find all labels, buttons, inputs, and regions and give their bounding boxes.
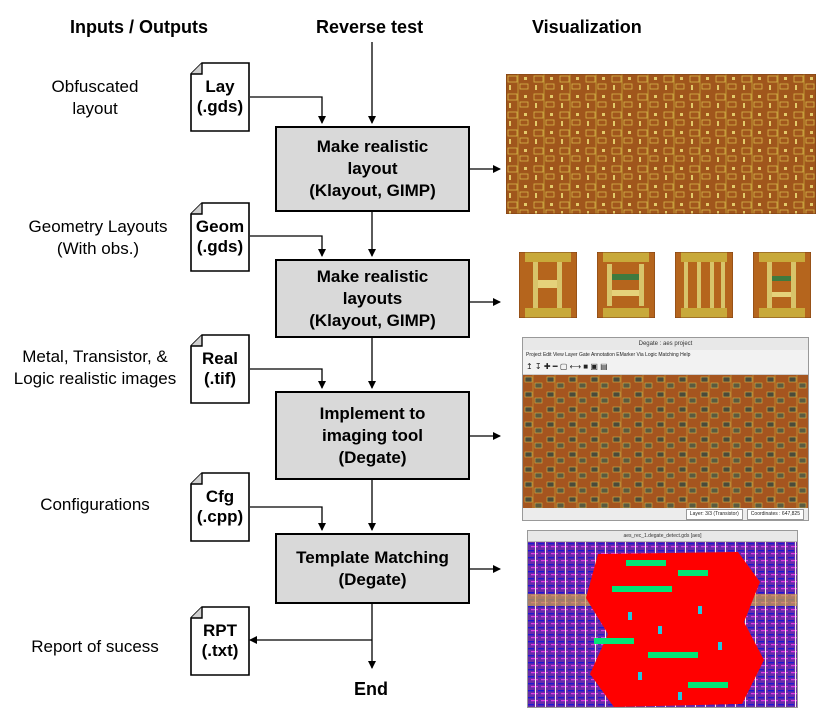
degate-status-coords: Coordinates : 647,825	[746, 509, 804, 520]
viz-cell-tile-4	[752, 251, 812, 319]
viz-degate-window: Degate : aes project Project Edit View L…	[522, 337, 809, 521]
match-window-title: aes_rec_1.degate_detect.gds [aes]	[528, 531, 797, 542]
file-lay-icon: Lay(.gds)	[190, 62, 250, 132]
label-geometry-layouts: Geometry Layouts(With obs.)	[28, 217, 168, 258]
file-real-icon: Real(.tif)	[190, 334, 250, 404]
degate-toolbar: ↥ ↧ ✚ ━ ▢ ⟷ ■ ▣ ▤	[523, 360, 808, 375]
header-reverse-test: Reverse test	[316, 17, 424, 37]
file-geom-icon: Geom(.gds)	[190, 202, 250, 272]
degate-statusbar: Layer: 3/3 (Transistor)Coordinates : 647…	[523, 508, 808, 520]
arrow-cfg-to-step4	[250, 506, 326, 531]
viz-cell-tile-2	[596, 251, 656, 319]
file-cfg-icon: Cfg(.cpp)	[190, 472, 250, 542]
label-configurations: Configurations	[40, 495, 150, 514]
header-inputs-outputs: Inputs / Outputs	[70, 17, 208, 37]
viz-realistic-layout-image	[506, 74, 816, 214]
file-rpt-icon: RPT(.txt)	[190, 606, 250, 676]
label-report: Report of sucess	[31, 637, 159, 656]
viz-cell-tile-3	[674, 251, 734, 319]
end-label: End	[354, 679, 388, 699]
arrow-geom-to-step2	[250, 235, 326, 257]
degate-menubar: Project Edit View Layer Gate Annotation …	[523, 350, 808, 360]
header-visualization: Visualization	[532, 17, 642, 37]
degate-status-layer: Layer: 3/3 (Transistor)	[685, 509, 743, 520]
step-template-matching: Template Matching(Degate)	[275, 533, 470, 604]
viz-template-matching-window: aes_rec_1.degate_detect.gds [aes]	[527, 530, 798, 708]
viz-cell-tile-1	[518, 251, 578, 319]
arrow-real-to-step3	[250, 368, 326, 389]
arrow-lay-to-step1	[250, 96, 326, 124]
label-realistic-images: Metal, Transistor, &Logic realistic imag…	[13, 347, 177, 388]
